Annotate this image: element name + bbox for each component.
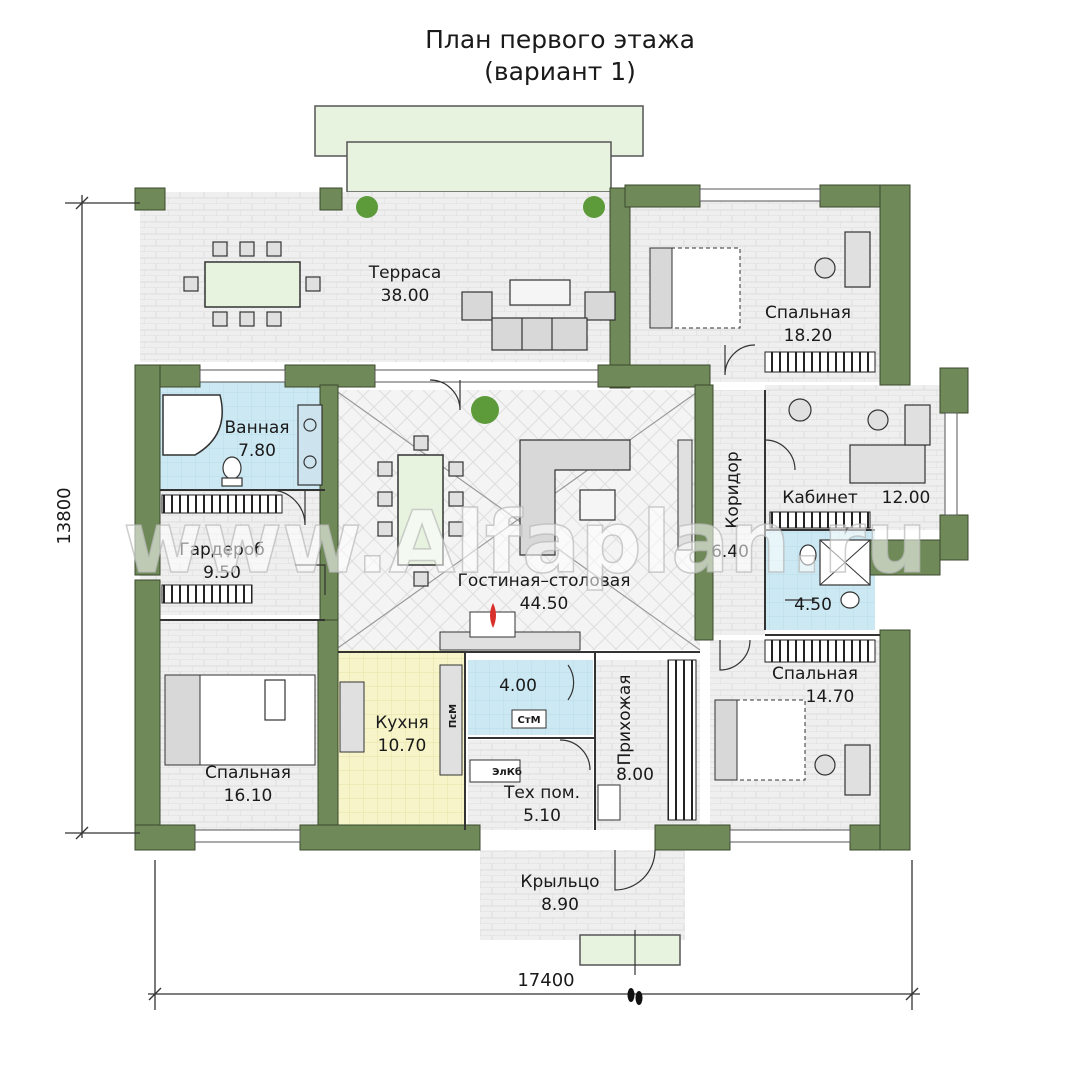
plan-title-line2: (вариант 1)	[484, 57, 636, 86]
bedroom-ne-name: Спальная	[765, 303, 851, 323]
plant-icon	[356, 196, 605, 424]
kitchen-name: Кухня	[375, 713, 429, 733]
bedroom-sw-area: 16.10	[224, 786, 273, 806]
bedroom-ne-area: 18.20	[784, 326, 833, 346]
windows	[194, 188, 958, 843]
desk-icon	[264, 231, 931, 796]
plan-title-line1: План первого этажа	[425, 25, 695, 54]
doors	[269, 344, 815, 891]
wardrobe-area: 9.50	[203, 563, 241, 583]
corridor-name: Коридор	[723, 451, 743, 528]
closet-bathroom	[161, 494, 283, 514]
closet-bedroom-ne	[764, 351, 876, 373]
bedroom-sw-name: Спальная	[205, 763, 291, 783]
closet-hall	[667, 659, 697, 821]
toilet-icon	[221, 456, 860, 609]
closet-bedroom-se	[764, 639, 876, 663]
bedroom-se-area: 14.70	[806, 687, 855, 707]
living-name: Гостиная–столовая	[458, 571, 631, 591]
hall-area: 8.00	[616, 765, 654, 785]
bed-icon	[164, 247, 806, 781]
terrace-area: 38.00	[381, 286, 430, 306]
kitchen-counter-left	[339, 681, 365, 753]
wardrobe-name: Гардероб	[179, 540, 264, 560]
tech-floor	[468, 740, 593, 830]
study-name: Кабинет	[782, 488, 858, 508]
dimension-width	[148, 860, 920, 1010]
porch-step	[579, 934, 681, 966]
washer-label: СтМ	[517, 715, 540, 726]
corridor-area: 6.40	[711, 542, 749, 562]
footprints-icon	[627, 988, 643, 1005]
dimension-height-label: 13800	[54, 487, 75, 544]
washer-icon	[511, 709, 547, 729]
bedroom-se-name: Спальная	[772, 664, 858, 684]
hall-cabinet	[597, 784, 621, 821]
bathtub-icon	[162, 394, 223, 456]
bath-small-area: 4.00	[499, 676, 537, 696]
wc-area: 4.50	[794, 595, 832, 615]
fireplace-icon	[439, 603, 581, 651]
porch-floor	[480, 850, 685, 940]
bathroom-area: 7.80	[238, 441, 276, 461]
sofa-icon	[519, 439, 631, 556]
hall-name: Прихожая	[615, 674, 635, 765]
partitions	[160, 390, 880, 830]
dishwasher-label: ПсМ	[448, 704, 459, 728]
bathroom-sinks	[297, 404, 323, 486]
terrace-step-inner	[346, 141, 612, 193]
kitchen-area: 10.70	[378, 736, 427, 756]
room-labels: Терраса 38.00 Спальная 18.20 Ванная 7.80…	[179, 263, 930, 915]
bathroom-name: Ванная	[225, 418, 290, 438]
terrace-sofa-icon	[461, 279, 616, 351]
living-dining-table-icon	[377, 435, 464, 587]
tv-stand	[677, 439, 693, 551]
closet-study	[769, 511, 871, 529]
living-area: 44.50	[520, 594, 569, 614]
porch-name: Крыльцо	[520, 872, 599, 892]
boiler-icon	[469, 759, 521, 783]
tech-name: Тех пом.	[503, 783, 580, 803]
walls	[134, 184, 969, 851]
study-area: 12.00	[882, 488, 931, 508]
tech-area: 5.10	[523, 806, 561, 826]
watermark: www.Alfaplan.ru	[123, 493, 927, 593]
living-diagonals	[334, 389, 701, 651]
terrace-name: Терраса	[368, 263, 442, 283]
porch-area: 8.90	[541, 895, 579, 915]
dimension-width-label: 17400	[517, 970, 574, 991]
closet-wardrobe	[161, 584, 253, 604]
dining-table-icon	[183, 241, 321, 327]
kitchen-counter-right	[439, 664, 463, 776]
boiler-label: ЭлКб	[492, 766, 522, 778]
dimension-height	[65, 195, 140, 840]
